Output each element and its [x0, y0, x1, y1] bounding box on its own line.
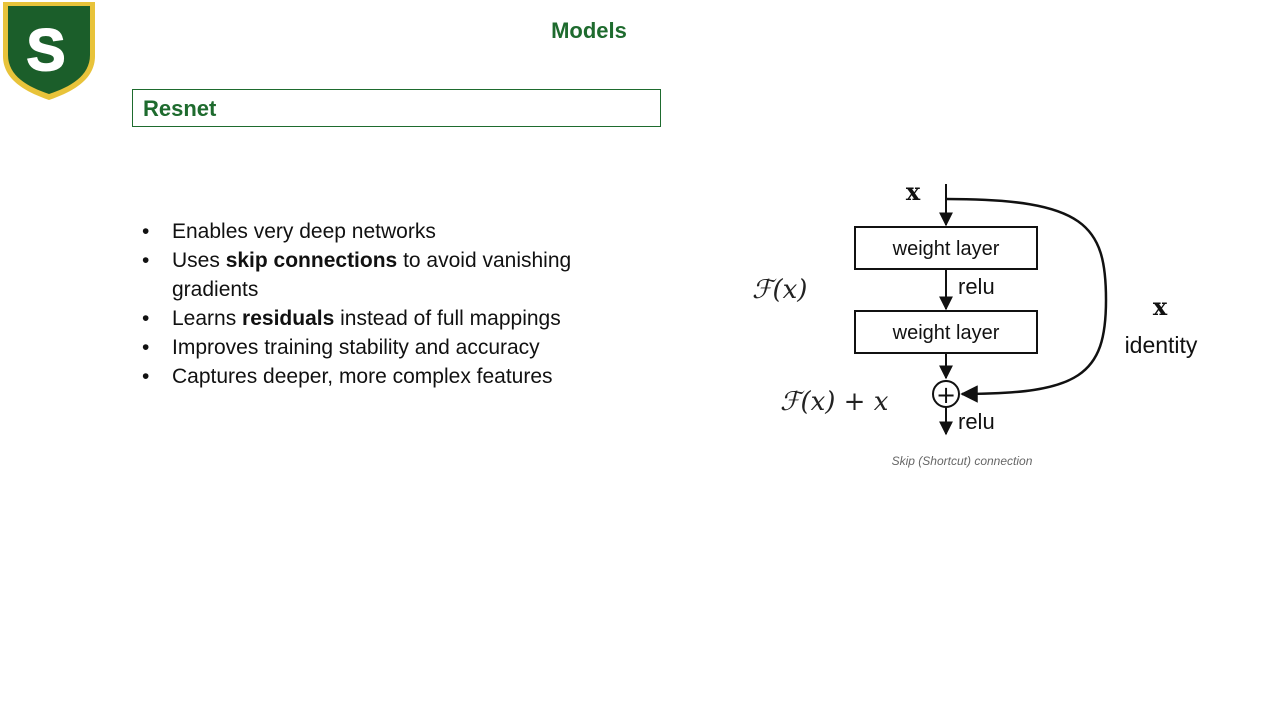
- slide-title: Models: [551, 18, 627, 43]
- bullet-text: Enables very deep networks: [172, 220, 436, 243]
- relu-mid-label: relu: [958, 274, 995, 299]
- bullet-bold-text: residuals: [242, 307, 335, 330]
- input-x-label: x: [906, 177, 921, 206]
- relu-out-label: relu: [958, 409, 995, 434]
- weight-layer-1-box: [854, 226, 1038, 270]
- section-title-box: Resnet: [132, 89, 661, 127]
- bullet-text: Learns: [172, 307, 243, 330]
- identity-label: identity: [1125, 332, 1198, 358]
- bullet-item: Improves training stability and accuracy: [140, 333, 630, 362]
- residual-block-diagram: x weight layer relu weight layer + relu …: [752, 177, 1198, 436]
- bullet-list: Enables very deep networks Uses skip con…: [140, 217, 630, 391]
- bullet-item: Learns residuals instead of full mapping…: [140, 304, 630, 333]
- bullet-text: Captures deeper, more complex features: [172, 365, 553, 388]
- bullet-item: Uses skip connections to avoid vanishing…: [140, 246, 630, 304]
- add-symbol: +: [936, 381, 956, 409]
- shield-body: [8, 6, 90, 94]
- bullet-text: to avoid vanishing gradients: [172, 249, 572, 301]
- shortcut-x-label: x: [1153, 292, 1168, 321]
- bullet-text: instead of full mappings: [334, 307, 561, 330]
- bullet-text: Uses: [172, 249, 226, 272]
- skip-connection-arrow: [945, 197, 1108, 403]
- bullet-text: Improves training stability and accuracy: [172, 336, 540, 359]
- fx-label: ℱ(x): [752, 275, 807, 305]
- fx-plus-x-label: ℱ(x) + x: [780, 387, 889, 417]
- logo-letter: S: [27, 18, 66, 83]
- bullet-bold-text: skip connections: [225, 249, 398, 272]
- section-title: Resnet: [143, 96, 217, 121]
- bullet-item: Captures deeper, more complex features: [140, 362, 630, 391]
- weight-layer-1-label: weight layer: [892, 238, 1000, 260]
- diagram-caption: Skip (Shortcut) connection: [891, 454, 1033, 468]
- bullet-item: Enables very deep networks: [140, 217, 630, 246]
- shield-logo: S: [3, 2, 95, 100]
- weight-layer-2-label: weight layer: [892, 322, 1000, 344]
